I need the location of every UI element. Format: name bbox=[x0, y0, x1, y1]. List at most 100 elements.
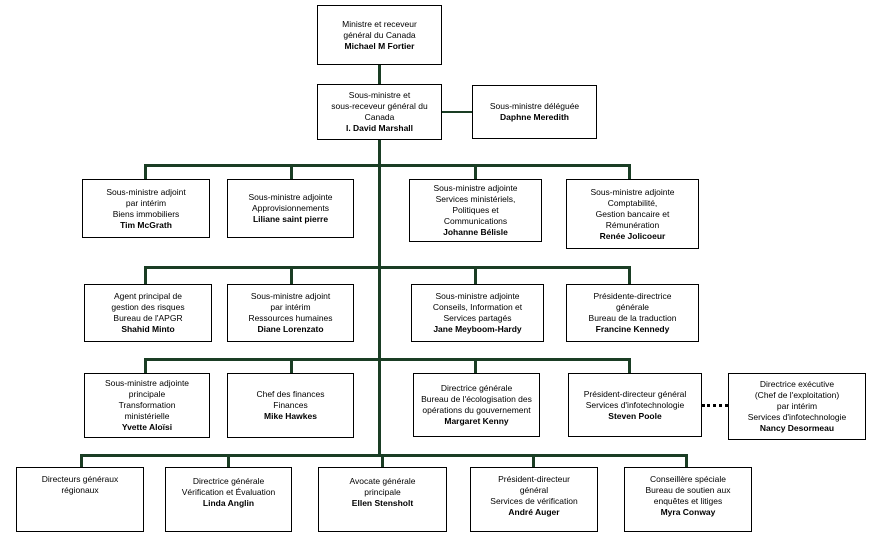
shared-line-3: Services partagés bbox=[443, 313, 512, 323]
real-property-line-2: par intérim bbox=[125, 197, 167, 208]
audit-services-line-3: Services de vérification bbox=[490, 496, 578, 506]
ombudsman-line-1: Conseillère spéciale bbox=[649, 474, 727, 484]
risk-line-2: gestion des risques bbox=[111, 302, 185, 312]
box-corporate-services: Sous-ministre adjointe Services ministér… bbox=[409, 179, 542, 242]
audit-name: Linda Anglin bbox=[202, 498, 255, 508]
deputy-line-3: Canada bbox=[364, 112, 395, 122]
connector-row4-drop-3 bbox=[381, 454, 384, 468]
corporate-line-2: Services ministériels, bbox=[435, 194, 516, 204]
audit-services-name: André Auger bbox=[508, 507, 560, 517]
box-real-property: Sous-ministre adjoint par intérim Biens … bbox=[82, 179, 210, 238]
shared-line-2: Conseils, Information et bbox=[432, 302, 523, 312]
deputy-name: I. David Marshall bbox=[345, 123, 414, 133]
connector-row2-drop-4 bbox=[628, 266, 631, 284]
corporate-name: Johanne Bélisle bbox=[443, 227, 508, 237]
finance-line-2: Finances bbox=[273, 400, 308, 410]
coo-name: Nancy Desormeau bbox=[759, 423, 835, 433]
it-services-line-2: Services d'infotechnologie bbox=[585, 399, 685, 410]
connector-row1-drop-1 bbox=[144, 164, 147, 179]
transformation-name: Yvette Aloïsi bbox=[121, 422, 173, 432]
real-property-line-3: Biens immobiliers bbox=[112, 208, 180, 219]
minister-line-1: Ministre et receveur bbox=[342, 18, 417, 29]
connector-row4-drop-2 bbox=[227, 454, 230, 468]
box-accounting: Sous-ministre adjointe Comptabilité, Ges… bbox=[566, 179, 699, 249]
box-legal-counsel: Avocate générale principale Ellen Stensh… bbox=[318, 467, 447, 532]
box-translation-bureau: Présidente-directrice générale Bureau de… bbox=[566, 284, 699, 342]
translation-line-2: générale bbox=[615, 302, 650, 312]
box-ombudsman: Conseillère spéciale Bureau de soutien a… bbox=[624, 467, 752, 532]
accounting-name: Renée Jolicoeur bbox=[599, 230, 666, 241]
box-audit-evaluation: Directrice générale Vérification et Éval… bbox=[165, 467, 292, 532]
minister-name: Michael M Fortier bbox=[344, 40, 415, 51]
box-deputy-minister: Sous-ministre et sous-receveur général d… bbox=[317, 84, 442, 140]
hr-line-3: Ressources humaines bbox=[248, 313, 333, 323]
connector-row3-bus bbox=[144, 358, 631, 361]
box-finance: Chef des finances Finances Mike Hawkes bbox=[227, 373, 354, 438]
accounting-line-1: Sous-ministre adjointe bbox=[590, 186, 675, 197]
hr-line-2: par intérim bbox=[270, 302, 311, 312]
connector-row4-drop-5 bbox=[685, 454, 688, 468]
it-services-line-1: Président-directeur général bbox=[583, 388, 687, 399]
transformation-line-1: Sous-ministre adjointe bbox=[104, 378, 190, 388]
regional-line-1: Directeurs généraux bbox=[41, 474, 119, 484]
connector-deputy-associate bbox=[442, 111, 472, 113]
box-transformation: Sous-ministre adjointe principale Transf… bbox=[84, 373, 210, 438]
associate-line-1: Sous-ministre déléguée bbox=[489, 101, 580, 111]
connector-row4-drop-1 bbox=[80, 454, 83, 468]
connector-row2-drop-3 bbox=[474, 266, 477, 284]
box-shared-services: Sous-ministre adjointe Conseils, Informa… bbox=[411, 284, 544, 342]
dotted-connector bbox=[702, 404, 728, 407]
connector-row3-drop-4 bbox=[628, 358, 631, 373]
audit-line-2: Vérification et Évaluation bbox=[181, 487, 276, 497]
transformation-line-3: Transformation bbox=[118, 400, 176, 410]
accounting-line-3: Gestion bancaire et bbox=[595, 208, 670, 219]
acquisitions-line-2: Approvisionnements bbox=[251, 203, 329, 213]
risk-line-3: Bureau de l'APGR bbox=[113, 313, 183, 323]
translation-line-1: Présidente-directrice bbox=[593, 291, 672, 301]
finance-name: Mike Hawkes bbox=[264, 411, 317, 421]
greening-line-2: Bureau de l'écologisation des bbox=[421, 394, 532, 404]
accounting-line-4: Rémunération bbox=[605, 219, 660, 230]
acquisitions-line-1: Sous-ministre adjointe bbox=[248, 192, 333, 202]
corporate-line-4: Communications bbox=[443, 216, 508, 226]
audit-line-1: Directrice générale bbox=[192, 476, 265, 486]
audit-services-line-2: général bbox=[519, 485, 549, 495]
ombudsman-line-2: Bureau de soutien aux bbox=[645, 485, 731, 495]
audit-services-line-1: Président-directeur bbox=[498, 474, 570, 484]
shared-name: Jane Meyboom-Hardy bbox=[433, 324, 522, 334]
box-it-services: Président-directeur général Services d'i… bbox=[568, 373, 702, 437]
connector-row3-drop-2 bbox=[290, 358, 293, 373]
connector-row2-drop-1 bbox=[144, 266, 147, 284]
connector-main-vertical bbox=[378, 65, 381, 457]
box-risk-management: Agent principal de gestion des risques B… bbox=[84, 284, 212, 342]
real-property-name: Tim McGrath bbox=[120, 219, 172, 230]
box-chief-operating: Directrice exécutive (Chef de l'exploita… bbox=[728, 373, 866, 440]
minister-line-2: général du Canada bbox=[343, 29, 416, 40]
associate-name: Daphne Meredith bbox=[500, 112, 569, 122]
coo-line-2: (Chef de l'exploitation) bbox=[754, 390, 840, 400]
translation-name: Francine Kennedy bbox=[595, 324, 670, 334]
shared-line-1: Sous-ministre adjointe bbox=[435, 291, 520, 301]
translation-line-3: Bureau de la traduction bbox=[588, 313, 677, 323]
transformation-line-2: principale bbox=[128, 389, 166, 399]
regional-line-2: régionaux bbox=[61, 485, 99, 495]
box-associate-deputy: Sous-ministre déléguée Daphne Meredith bbox=[472, 85, 597, 139]
box-greening: Directrice générale Bureau de l'écologis… bbox=[413, 373, 540, 437]
greening-line-1: Directrice générale bbox=[440, 383, 513, 393]
connector-row3-drop-3 bbox=[474, 358, 477, 373]
risk-name: Shahid Minto bbox=[121, 324, 175, 334]
hr-name: Diane Lorenzato bbox=[257, 324, 324, 334]
hr-line-1: Sous-ministre adjoint bbox=[250, 291, 331, 301]
box-acquisitions: Sous-ministre adjointe Approvisionnement… bbox=[227, 179, 354, 238]
greening-name: Margaret Kenny bbox=[444, 416, 509, 426]
finance-line-1: Chef des finances bbox=[256, 389, 325, 399]
legal-line-1: Avocate générale bbox=[349, 476, 416, 486]
box-regional-directors: Directeurs généraux régionaux bbox=[16, 467, 144, 532]
connector-row3-drop-1 bbox=[144, 358, 147, 373]
connector-row1-bus bbox=[144, 164, 631, 167]
coo-line-1: Directrice exécutive bbox=[759, 379, 835, 389]
corporate-line-1: Sous-ministre adjointe bbox=[433, 183, 518, 193]
coo-line-3: par intérim bbox=[776, 401, 818, 411]
connector-row2-bus bbox=[144, 266, 631, 269]
